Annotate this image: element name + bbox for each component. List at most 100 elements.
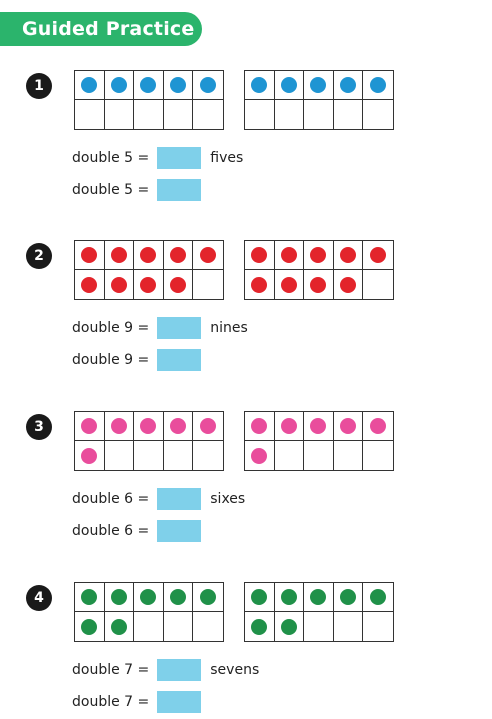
ten-frame-cell	[363, 412, 393, 441]
ten-frame-cell	[164, 100, 194, 129]
equation-text: double 9 =	[72, 320, 150, 336]
counter-dot	[110, 618, 127, 635]
ten-frame-cell	[304, 583, 334, 612]
ten-frame-cell	[163, 241, 194, 270]
ten-frame	[244, 240, 394, 300]
ten-frame-cell	[275, 612, 305, 641]
ten-frame-cell	[275, 100, 305, 129]
counter-dot	[280, 247, 297, 263]
ten-frame-cell	[193, 441, 223, 470]
ten-frame-cell	[134, 100, 164, 129]
ten-frame-cell	[193, 241, 223, 270]
ten-frame-cell	[164, 612, 194, 641]
counter-dot	[140, 77, 157, 93]
counter-dot	[310, 418, 327, 434]
equation-text: double 9 =	[72, 352, 150, 368]
counter-dot	[310, 276, 327, 293]
equation-text: double 7 =	[72, 662, 150, 678]
counter-dot	[81, 618, 98, 635]
ten-frame-cell	[334, 612, 364, 641]
ten-frame-cell	[163, 583, 194, 612]
counter-dot	[140, 418, 157, 434]
ten-frame-cell	[193, 583, 223, 612]
ten-frame-cell	[245, 241, 275, 270]
ten-frame-cell	[163, 71, 194, 100]
ten-frame-cell	[274, 241, 305, 270]
ten-frame-cell	[134, 71, 164, 100]
ten-frame-cell	[304, 71, 334, 100]
ten-frame-cell	[245, 412, 275, 441]
counter-dot	[280, 589, 297, 605]
answer-box[interactable]	[157, 488, 202, 510]
counter-dot	[170, 247, 187, 263]
counter-dot	[140, 276, 157, 293]
counter-dot	[280, 418, 297, 434]
answer-box[interactable]	[157, 317, 202, 339]
answer-box[interactable]	[157, 147, 202, 169]
answer-box[interactable]	[157, 349, 202, 371]
ten-frame	[244, 70, 394, 130]
ten-frame-cell	[333, 583, 364, 612]
ten-frame-cell	[363, 583, 393, 612]
problem-number-badge: 2	[26, 243, 52, 269]
ten-frame	[244, 411, 394, 471]
answer-box[interactable]	[157, 179, 202, 201]
ten-frame-cell	[193, 71, 223, 100]
counter-dot	[140, 247, 157, 263]
ten-frame-cell	[105, 441, 135, 470]
answer-box[interactable]	[157, 659, 202, 681]
equation-suffix: fives	[210, 150, 244, 166]
counter-dot	[110, 247, 127, 263]
ten-frame-cell	[193, 612, 223, 641]
section-banner: Guided Practice	[0, 12, 202, 46]
counter-dot	[340, 589, 357, 605]
ten-frame-cell	[245, 612, 275, 641]
ten-frame	[244, 582, 394, 642]
ten-frame-cell	[363, 441, 393, 470]
equation-suffix: sevens	[210, 662, 260, 678]
ten-frame-cell	[334, 270, 364, 299]
counter-dot	[340, 418, 357, 434]
answer-box[interactable]	[157, 520, 202, 542]
counter-dot	[251, 276, 268, 293]
ten-frame-cell	[134, 441, 164, 470]
equation-row: double 5 =	[72, 178, 202, 202]
ten-frame-cell	[274, 71, 305, 100]
ten-frame-cell	[75, 270, 105, 299]
ten-frame-cell	[274, 412, 305, 441]
ten-frame-cell	[363, 612, 393, 641]
counter-dot	[370, 77, 387, 93]
ten-frame-cell	[333, 241, 364, 270]
counter-dot	[200, 418, 217, 434]
ten-frame-cell	[193, 412, 223, 441]
counter-dot	[340, 77, 357, 93]
ten-frame-cell	[363, 100, 393, 129]
ten-frame-cell	[104, 241, 135, 270]
counter-dot	[81, 247, 98, 263]
ten-frame-cell	[275, 270, 305, 299]
equation-row: double 6 =	[72, 519, 202, 543]
ten-frame-cell	[245, 100, 275, 129]
equation-text: double 6 =	[72, 491, 150, 507]
ten-frame	[74, 411, 224, 471]
ten-frame-cell	[274, 583, 305, 612]
counter-dot	[200, 247, 217, 263]
ten-frame-cell	[164, 441, 194, 470]
ten-frame-cell	[304, 412, 334, 441]
counter-dot	[110, 589, 127, 605]
ten-frame-cell	[304, 241, 334, 270]
answer-box[interactable]	[157, 691, 202, 713]
counter-dot	[200, 77, 217, 93]
ten-frame-cell	[134, 412, 164, 441]
counter-dot	[110, 418, 127, 434]
ten-frame-cell	[75, 71, 105, 100]
ten-frame-cell	[75, 583, 105, 612]
equation-row: double 5 =fives	[72, 146, 243, 170]
ten-frame-cell	[245, 270, 275, 299]
equation-row: double 7 =	[72, 690, 202, 714]
ten-frame-cell	[275, 441, 305, 470]
counter-dot	[110, 77, 127, 93]
ten-frame-cell	[134, 583, 164, 612]
ten-frame-cell	[75, 612, 105, 641]
counter-dot	[251, 247, 268, 263]
